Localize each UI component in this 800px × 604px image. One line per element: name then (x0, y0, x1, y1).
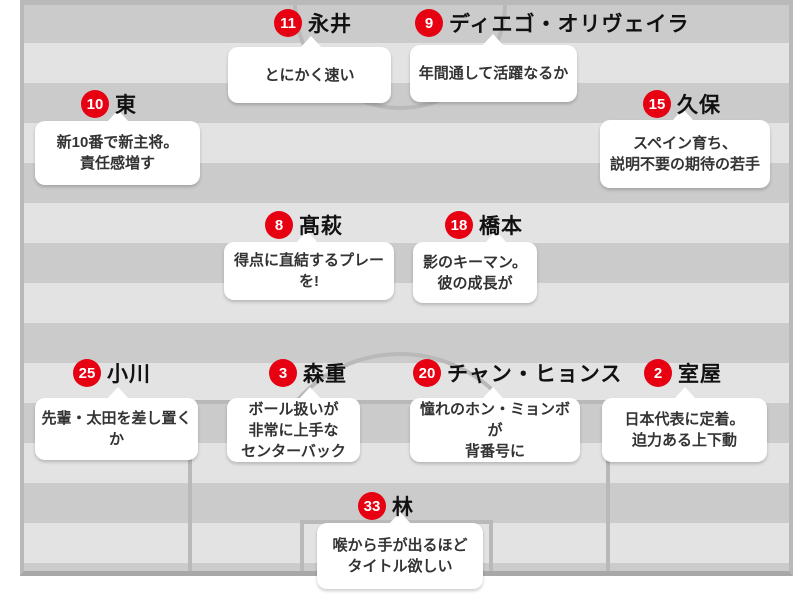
penalty-box (188, 400, 610, 571)
callout-text: 新10番で新主将。 責任感増す (56, 134, 179, 172)
player-name: 東 (115, 94, 137, 117)
callout-notch (672, 109, 694, 121)
player-comment-callout: 新10番で新主将。 責任感増す (35, 110, 200, 185)
player-comment-callout: 憧れのホン・ミョンボが 背番号に (410, 387, 580, 462)
player-morishige: 3 森重 (269, 358, 347, 388)
player-ogawa: 25 小川 (73, 358, 151, 388)
player-name: 小川 (107, 363, 151, 386)
player-name: ディエゴ・オリヴェイラ (449, 13, 690, 36)
player-number-badge: 18 (445, 211, 473, 239)
player-number-badge: 11 (274, 9, 302, 37)
callout-notch (299, 387, 321, 399)
callout-notch (389, 512, 411, 524)
player-jang-hyun-soo: 20 チャン・ヒョンス (413, 358, 622, 388)
player-number-badge: 2 (644, 359, 672, 387)
callout-text: 先輩・太田を差し置くか (41, 410, 192, 448)
player-name: 橋本 (479, 215, 523, 238)
player-comment-callout: 喉から手が出るほど タイトル欲しい (317, 512, 483, 589)
callout-text: 喉から手が出るほど タイトル欲しい (332, 537, 468, 575)
player-diego-oliveira: 9 ディエゴ・オリヴェイラ (415, 8, 690, 38)
player-number-badge: 15 (643, 90, 671, 118)
callout-text: 影のキーマン。 彼の成長が (422, 253, 528, 292)
player-comment-callout: 日本代表に定着。 迫力ある上下動 (602, 387, 767, 462)
callout-text: 得点に直結するプレーを! (233, 252, 384, 290)
callout-text: 日本代表に定着。 迫力ある上下動 (624, 411, 745, 449)
player-comment-callout: 先輩・太田を差し置くか (35, 387, 198, 460)
player-nagai: 11 永井 (274, 8, 352, 38)
player-name: 室屋 (678, 363, 722, 386)
player-comment-callout: スペイン育ち、 説明不要の期待の若手 (600, 109, 770, 188)
callout-notch (482, 387, 504, 399)
callout-notch (482, 34, 504, 46)
callout-text: とにかく速い (264, 66, 355, 84)
callout-notch (107, 387, 129, 399)
player-comment-callout: 年間通して活躍なるか (410, 34, 577, 102)
player-comment-callout: 影のキーマン。 彼の成長が (413, 231, 537, 303)
player-number-badge: 33 (358, 492, 386, 520)
player-number-badge: 10 (81, 90, 109, 118)
player-higashi: 10 東 (81, 89, 137, 119)
player-takahagi: 8 髙萩 (265, 210, 343, 240)
callout-notch (485, 231, 507, 243)
player-number-badge: 9 (415, 9, 443, 37)
player-name: 永井 (308, 13, 352, 36)
callout-notch (674, 387, 696, 399)
player-number-badge: 20 (413, 359, 441, 387)
callout-notch (296, 231, 318, 243)
player-number-badge: 25 (73, 359, 101, 387)
player-name: チャン・ヒョンス (447, 363, 623, 386)
player-muroya: 2 室屋 (644, 358, 722, 388)
player-number-badge: 8 (265, 211, 293, 239)
player-name: 林 (392, 496, 414, 519)
callout-notch (300, 36, 322, 48)
callout-text: 憧れのホン・ミョンボが 背番号に (419, 400, 570, 460)
callout-notch (107, 110, 129, 122)
player-hashimoto: 18 橋本 (445, 210, 523, 240)
callout-text: スペイン育ち、 説明不要の期待の若手 (609, 135, 760, 173)
callout-text: 年間通して活躍なるか (418, 65, 569, 82)
pitch (20, 0, 793, 576)
player-comment-callout: 得点に直結するプレーを! (224, 231, 394, 300)
player-comment-callout: ボール扱いが 非常に上手な センターバック (227, 387, 360, 462)
player-name: 森重 (303, 363, 347, 386)
player-comment-callout: とにかく速い (228, 36, 391, 103)
penalty-arc-clip (224, 352, 576, 400)
player-name: 髙萩 (299, 215, 343, 238)
player-hayashi: 33 林 (358, 491, 414, 521)
callout-text: ボール扱いが 非常に上手な センターバック (241, 400, 346, 460)
player-kubo: 15 久保 (643, 89, 721, 119)
player-name: 久保 (677, 94, 721, 117)
player-number-badge: 3 (269, 359, 297, 387)
